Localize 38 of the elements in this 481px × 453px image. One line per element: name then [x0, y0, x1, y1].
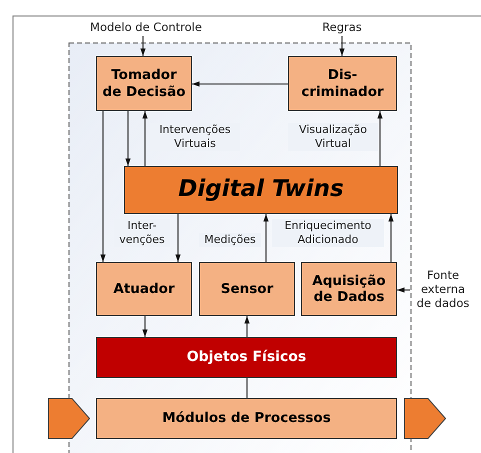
arrow: [244, 316, 250, 337]
arrow: [388, 214, 394, 262]
arrow: [142, 111, 148, 166]
process-box: [96, 398, 397, 439]
edge-label: Visualização Virtual: [288, 123, 378, 151]
process-box: [301, 262, 397, 316]
input-label: Modelo de Controle: [89, 20, 203, 34]
input-label: Regras: [321, 20, 363, 34]
arrow: [339, 36, 345, 56]
process-box: [288, 56, 397, 111]
digital-twin-box: [124, 166, 398, 214]
box-label: Aquisição de Dados: [311, 272, 387, 306]
edge-label: Enriquecimento Adicionado: [272, 219, 384, 247]
input-label: Fonte externa de dados: [416, 269, 470, 311]
physical-objects-box: [96, 337, 397, 378]
arrow: [192, 81, 288, 87]
chevron-arrow: [48, 398, 90, 439]
box-label: Objetos Físicos: [186, 349, 308, 366]
process-box: [199, 262, 295, 316]
arrow: [125, 111, 131, 166]
arrow: [140, 36, 146, 56]
box-label: Atuador: [112, 280, 176, 298]
box-label: Dis- criminador: [300, 67, 385, 100]
arrow: [397, 287, 410, 293]
arrow: [377, 111, 383, 166]
arrow: [175, 214, 181, 262]
edge-label: Medições: [199, 233, 261, 247]
box-label: Tomador de Decisão: [102, 67, 186, 100]
box-label: Sensor: [220, 280, 274, 298]
process-box: [96, 262, 192, 316]
box-label: Módulos de Processos: [161, 410, 332, 427]
box-label: Digital Twins: [177, 176, 345, 204]
arrow: [100, 111, 106, 262]
chevron-arrow: [404, 398, 446, 439]
arrow: [142, 316, 148, 337]
connector-line: [246, 378, 248, 398]
arrow: [263, 214, 269, 262]
process-box: [96, 56, 192, 111]
